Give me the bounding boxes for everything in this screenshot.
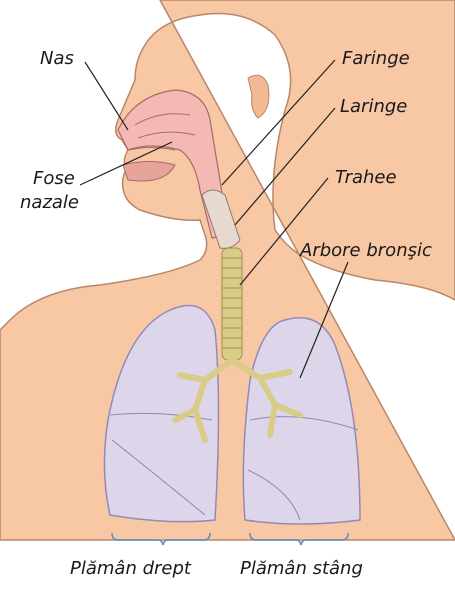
label-plaman-drept: Plămân drept [70, 558, 191, 580]
label-arbore-bronsic: Arbore bronşic [300, 240, 432, 262]
label-trahee: Trahee [335, 167, 397, 189]
label-fose-nazale-line2: nazale [20, 192, 79, 214]
label-faringe: Faringe [342, 48, 410, 70]
label-nas: Nas [40, 48, 74, 70]
label-plaman-stang: Plămân stâng [240, 558, 363, 580]
label-fose-nazale-line1: Fose [33, 168, 75, 190]
ear [248, 75, 269, 118]
label-laringe: Laringe [340, 96, 407, 118]
trachea [222, 248, 242, 360]
